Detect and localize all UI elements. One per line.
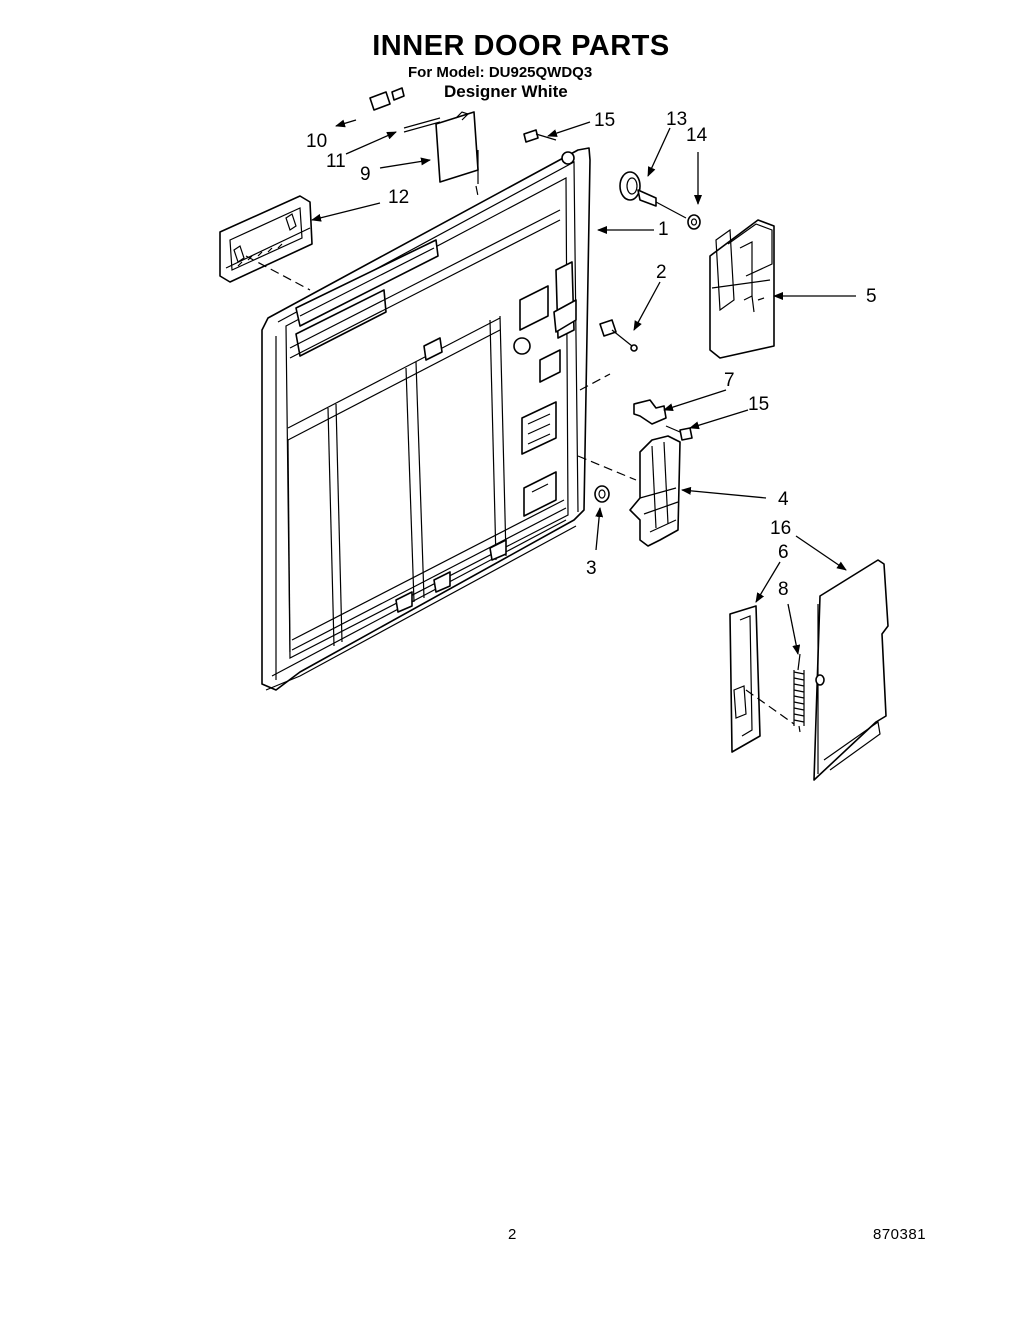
spring (793, 653, 805, 733)
page-number: 2 (508, 1226, 517, 1243)
callout-1: 1 (658, 219, 669, 240)
latch-catch (633, 399, 667, 425)
inner-door-panel (261, 147, 591, 691)
callout-3: 3 (586, 558, 597, 579)
model-variant: Designer White (444, 82, 568, 101)
callout-12: 12 (388, 187, 409, 208)
hinge-pin (403, 117, 441, 133)
callout-8: 8 (778, 579, 789, 600)
latch-assembly (629, 435, 681, 547)
callout-5: 5 (866, 286, 877, 307)
slide-rail (729, 605, 761, 753)
callout-15-right: 15 (748, 394, 769, 415)
door-handle (219, 195, 313, 283)
lid-spring (369, 87, 405, 111)
callout-6: 6 (778, 542, 789, 563)
latch-clip (599, 319, 638, 352)
callout-9: 9 (360, 164, 371, 185)
callout-16: 16 (770, 518, 791, 539)
callout-10: 10 (306, 131, 327, 152)
callout-13: 13 (666, 109, 687, 130)
model-number: For Model: DU925QWDQ3 (408, 64, 593, 81)
side-panel (813, 559, 889, 781)
callout-15-top: 15 (594, 110, 615, 131)
page-title: INNER DOOR PARTS (372, 30, 670, 62)
document-code: 870381 (873, 1226, 927, 1243)
callout-2: 2 (656, 262, 667, 283)
callout-14: 14 (686, 125, 708, 146)
callout-11: 11 (326, 151, 346, 172)
control-knob (619, 171, 687, 219)
dispenser-lid (435, 111, 479, 184)
switch-housing (709, 219, 775, 359)
callout-7: 7 (724, 370, 735, 391)
screw-latch (665, 425, 693, 441)
screw-top (523, 129, 557, 143)
knob-washer (687, 214, 701, 230)
door-bumper (594, 485, 610, 503)
callout-4: 4 (778, 489, 789, 510)
